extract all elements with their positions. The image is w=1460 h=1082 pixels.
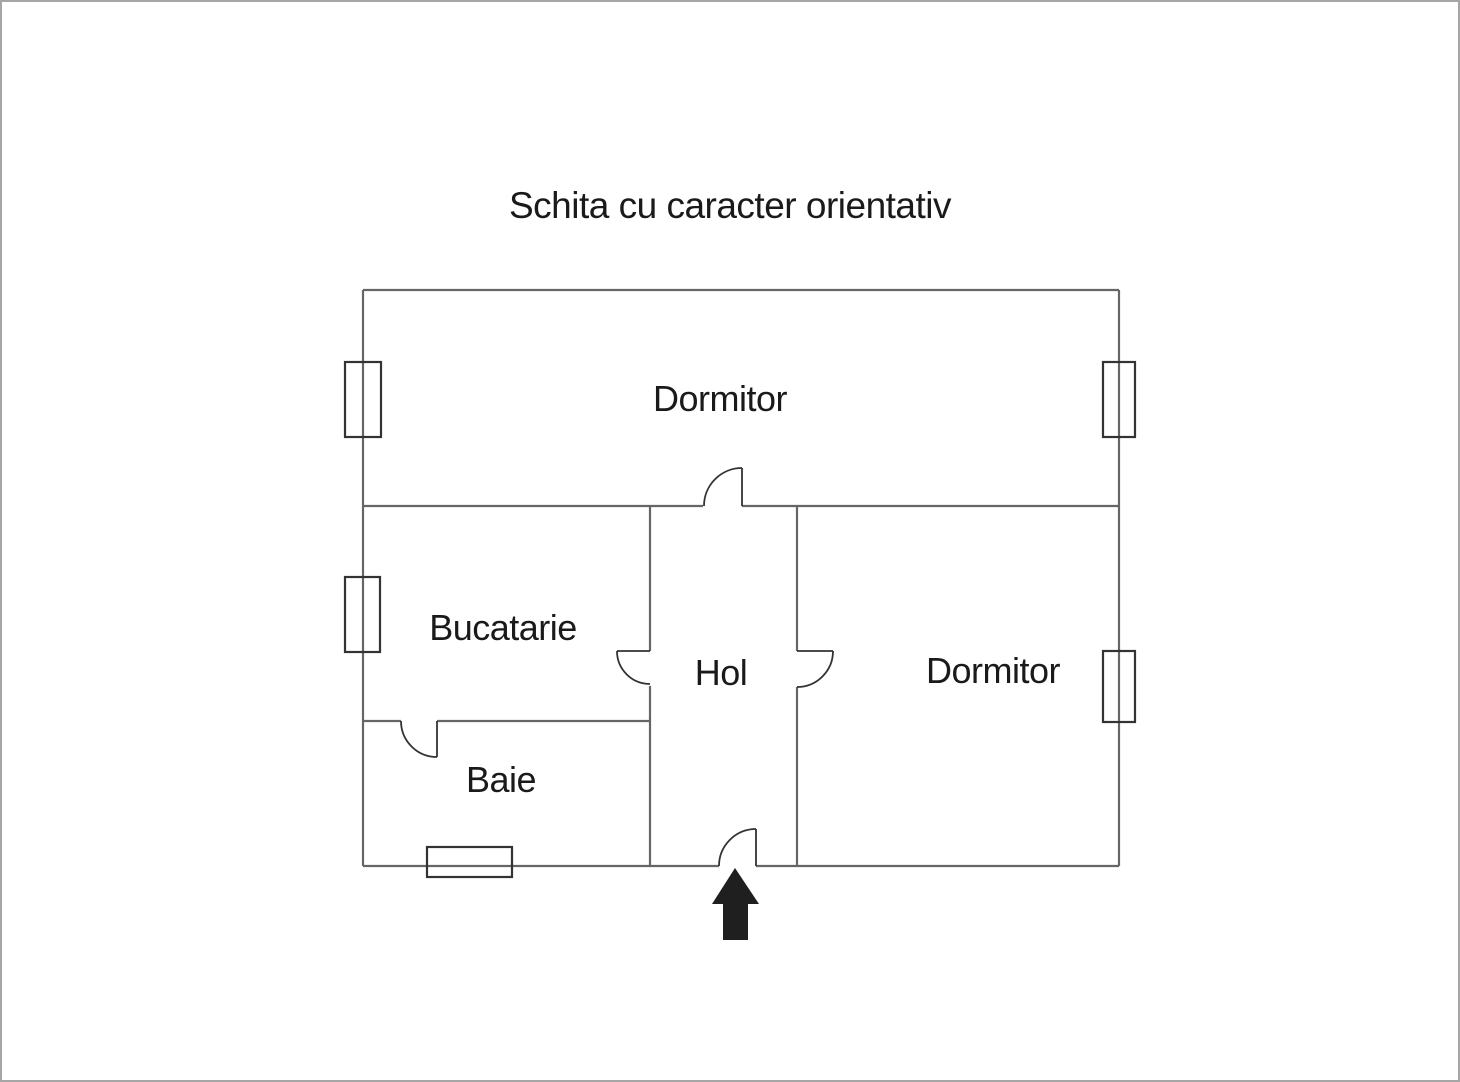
window [1101,360,1137,439]
window [343,360,383,439]
entrance-arrow-icon [712,868,759,940]
room-label-baie: Baie [466,759,536,800]
room-label-hol: Hol [695,652,748,693]
room-label-bucatarie: Bucatarie [429,607,577,648]
door-swing-arc [616,650,651,685]
window [1101,649,1137,724]
window [343,575,382,654]
door-swing-arc [703,467,743,507]
room-label-dormitor-top: Dormitor [653,378,788,419]
drawing-title: Schita cu caracter orientativ [508,185,952,226]
door-swing-arc [400,720,438,758]
window [425,845,514,879]
door-swing-arc [718,828,757,867]
door-swing-arc [796,650,834,688]
room-label-dormitor-right: Dormitor [926,650,1061,691]
